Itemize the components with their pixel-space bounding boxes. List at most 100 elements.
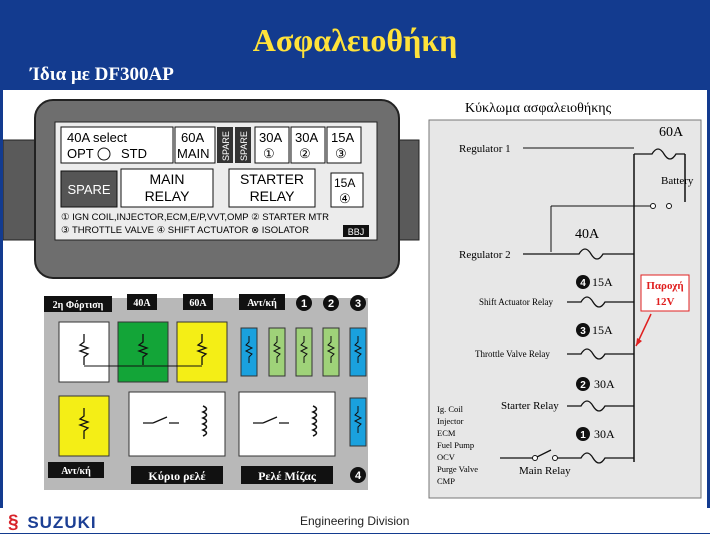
main-relay-cell	[120, 168, 214, 208]
starter-relay-label: Starter Relay	[501, 400, 559, 412]
diagram-canvas: 40A select OPT STD 60A MAIN SPARE SPARE …	[2, 99, 702, 499]
fuse-30a-1-label: 30A	[259, 130, 282, 145]
fuse-symbol-4	[353, 406, 363, 433]
fuse-30a-1-num: ①	[263, 146, 275, 161]
starter-relay-switch	[253, 416, 289, 424]
circuit-badge-2-text: 2	[580, 380, 586, 391]
load-injector: Injector	[437, 416, 464, 426]
fuse-40a-select-cell	[60, 126, 174, 164]
suzuki-logo: § SUZUKI	[8, 512, 97, 534]
label-starter-relay: Ρελέ Μίζας	[258, 469, 317, 483]
fuse-30a-2-text: 30A	[594, 377, 615, 391]
main-relay-coil	[201, 405, 208, 437]
main-relay-switch	[143, 416, 179, 424]
content-panel: 40A select OPT STD 60A MAIN SPARE SPARE …	[2, 90, 707, 508]
load-ecm: ECM	[437, 428, 456, 438]
fusebox-legend-line2: ③ THROTTLE VALVE ④ SHIFT ACTUATOR ⊗ ISOL…	[61, 225, 309, 236]
fuse-symbol-40a	[137, 334, 149, 365]
isolator-symbol	[97, 147, 111, 161]
label-main-relay: Κύριο ρελέ	[148, 469, 205, 483]
label-60a-box	[183, 294, 213, 310]
fuse-30a-1-cell	[254, 126, 290, 164]
fuse-15a-4-label: 15A	[334, 176, 355, 190]
badge-3-text: 3	[355, 298, 361, 310]
circuit-badge-1-text: 1	[580, 430, 586, 441]
label-2nd-charge-box	[44, 296, 112, 312]
select-contact-a	[650, 203, 656, 209]
label-60a: 60A	[189, 298, 207, 309]
fuse-15a-4-cell	[330, 172, 364, 208]
fuse-30a-2-cell	[290, 126, 326, 164]
label-antikh-top: Αντ/κή	[247, 297, 277, 309]
suzuki-brand-text: SUZUKI	[27, 513, 97, 532]
fuse-15a-3-num: ③	[335, 146, 347, 161]
fuse-15a-3-text: 15A	[592, 323, 613, 337]
fuse-60a-cell	[174, 126, 216, 164]
fuse-symbol-antikh	[244, 336, 254, 363]
spare-slot-2	[235, 127, 251, 163]
supply-label-line2: 12V	[656, 296, 675, 308]
fuse-30a-1-text: 30A	[594, 427, 615, 441]
badge-1	[296, 295, 312, 311]
badge-3	[350, 295, 366, 311]
load-ocv: OCV	[437, 452, 456, 462]
circuit-schematic: Κύκλωμα ασφαλειοθήκης Regulator 1 60A Ba…	[428, 101, 702, 499]
suzuki-s-icon: §	[8, 512, 20, 533]
starter-relay-coil	[311, 405, 318, 437]
fuse-15a-4-num: ④	[339, 191, 351, 206]
fuse-40a-symbol	[523, 248, 634, 260]
spare-slot-1	[217, 127, 233, 163]
load-cmp: CMP	[437, 476, 455, 486]
label-antikh-bottom-box	[48, 462, 104, 478]
supply-arrow-head	[636, 338, 642, 346]
circuit-badge-4	[576, 275, 590, 289]
fuse-symbol-1	[299, 336, 309, 363]
fuse-symbol-60a	[196, 334, 208, 365]
starter-relay-line2: RELAY	[250, 188, 296, 204]
supply-12v-box	[640, 274, 690, 312]
label-40a-box	[127, 294, 157, 310]
fuse-15a-3-symbol	[567, 348, 634, 360]
circuit-heading: Κύκλωμα ασφαλειοθήκης	[465, 101, 612, 116]
fusebox-illustration: 40A select OPT STD 60A MAIN SPARE SPARE …	[2, 99, 420, 279]
circuit-badge-3-text: 3	[580, 326, 586, 337]
starter-relay-cell	[228, 168, 316, 208]
fuse-60a-label: 60A	[181, 130, 204, 145]
fuse-opt-label: OPT	[67, 146, 94, 161]
regulator2-label: Regulator 2	[459, 249, 511, 261]
badge-1-text: 1	[301, 298, 307, 310]
main-relay-block	[128, 391, 226, 457]
fuse-symbol-2nd-charge	[78, 334, 90, 365]
fuse-15a-4-symbol	[567, 296, 634, 308]
fuse-main-label: MAIN	[177, 146, 210, 161]
badge-2	[323, 295, 339, 311]
fuse-symbol-antikh-yellow	[78, 408, 90, 439]
badge-4	[350, 467, 366, 483]
fuse-15a-3-cell	[326, 126, 362, 164]
load-purge-valve: Purge Valve	[437, 464, 478, 474]
spare-slot-2-label: SPARE	[239, 131, 249, 161]
fuse-symbol-3	[353, 336, 363, 363]
circuit-badge-1	[576, 427, 590, 441]
label-2nd-charge: 2η Φόρτιση	[53, 300, 104, 311]
label-antikh-top-box	[239, 294, 285, 310]
fusebox-code-badge	[343, 225, 369, 237]
circuit-badge-4-text: 4	[580, 278, 586, 289]
main-relay-contact-b	[552, 455, 558, 461]
fuse-30a-2-symbol	[567, 400, 634, 412]
spare-cell-label: SPARE	[67, 182, 110, 197]
footer-bar: § SUZUKI Engineering Division	[0, 508, 710, 533]
throttle-relay-label: Throttle Valve Relay	[475, 349, 550, 359]
main-relay-text: Main Relay	[519, 465, 571, 477]
fuse-60a-symbol	[634, 148, 685, 160]
battery-label: Battery	[661, 175, 694, 187]
main-relay-contact-a	[532, 455, 538, 461]
starter-relay-line1: STARTER	[240, 171, 304, 187]
spare-cell	[60, 170, 118, 208]
fusebox-legend-line1: ① IGN COIL,INJECTOR,ECM,E/P,VVT,OMP ② ST…	[61, 212, 329, 223]
label-main-relay-box	[131, 466, 223, 484]
fuse-layout: 2η Φόρτιση 40A 60A Αντ/κή 1 2 3	[44, 294, 368, 490]
main-relay-line1: MAIN	[150, 171, 185, 187]
fuse-symbol-green-a	[272, 336, 282, 363]
